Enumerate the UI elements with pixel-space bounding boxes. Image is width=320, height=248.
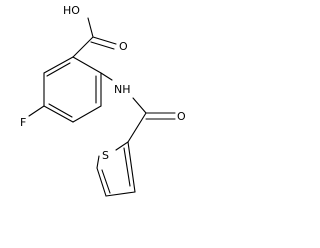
thiophene-c4-c3: [105, 191, 136, 197]
fluorine-label: F: [20, 116, 26, 129]
ring-bond-3-inner: [48, 103, 73, 118]
bond-c-o-double-1: [92, 36, 117, 45]
benzene-ring: [28, 56, 102, 123]
chemical-structure-diagram: HO O NH F O S: [20, 4, 186, 197]
ring-bond-3: [43, 105, 74, 123]
amide-oxygen-label: O: [177, 110, 186, 123]
bond-nh-to-c: [132, 97, 147, 114]
ring-bond-1-inner: [46, 62, 71, 77]
thiophene-c2-s: [115, 141, 129, 151]
acid-carbonyl-oxygen-label: O: [119, 40, 128, 53]
thiophene-s-c5: [96, 155, 100, 169]
carboxylic-acid-group: [72, 17, 117, 58]
thiophene-ring: [96, 141, 136, 197]
bond-ring-to-acid: [72, 36, 94, 58]
bond-c-o-double-2: [90, 41, 115, 50]
amide-group: [100, 72, 176, 143]
ring-bond-4: [72, 105, 102, 123]
thiophene-c3-c2-inner: [123, 147, 131, 187]
amide-nh-label: NH: [114, 83, 131, 96]
thiophene-c5-c4-inner: [101, 169, 111, 194]
thiophene-c5-c4: [96, 167, 107, 197]
sulfur-label: S: [102, 149, 109, 162]
ring-bond-6: [72, 56, 102, 74]
bond-c-oh: [87, 17, 94, 38]
bond-amide-to-thiophene: [127, 112, 147, 143]
hydroxyl-label: HO: [63, 4, 80, 17]
bond-ring-to-f: [28, 105, 45, 117]
ring-bond-1: [43, 56, 74, 74]
bond-ring-to-nh: [100, 72, 113, 81]
thiophene-c3-c2: [127, 141, 136, 193]
